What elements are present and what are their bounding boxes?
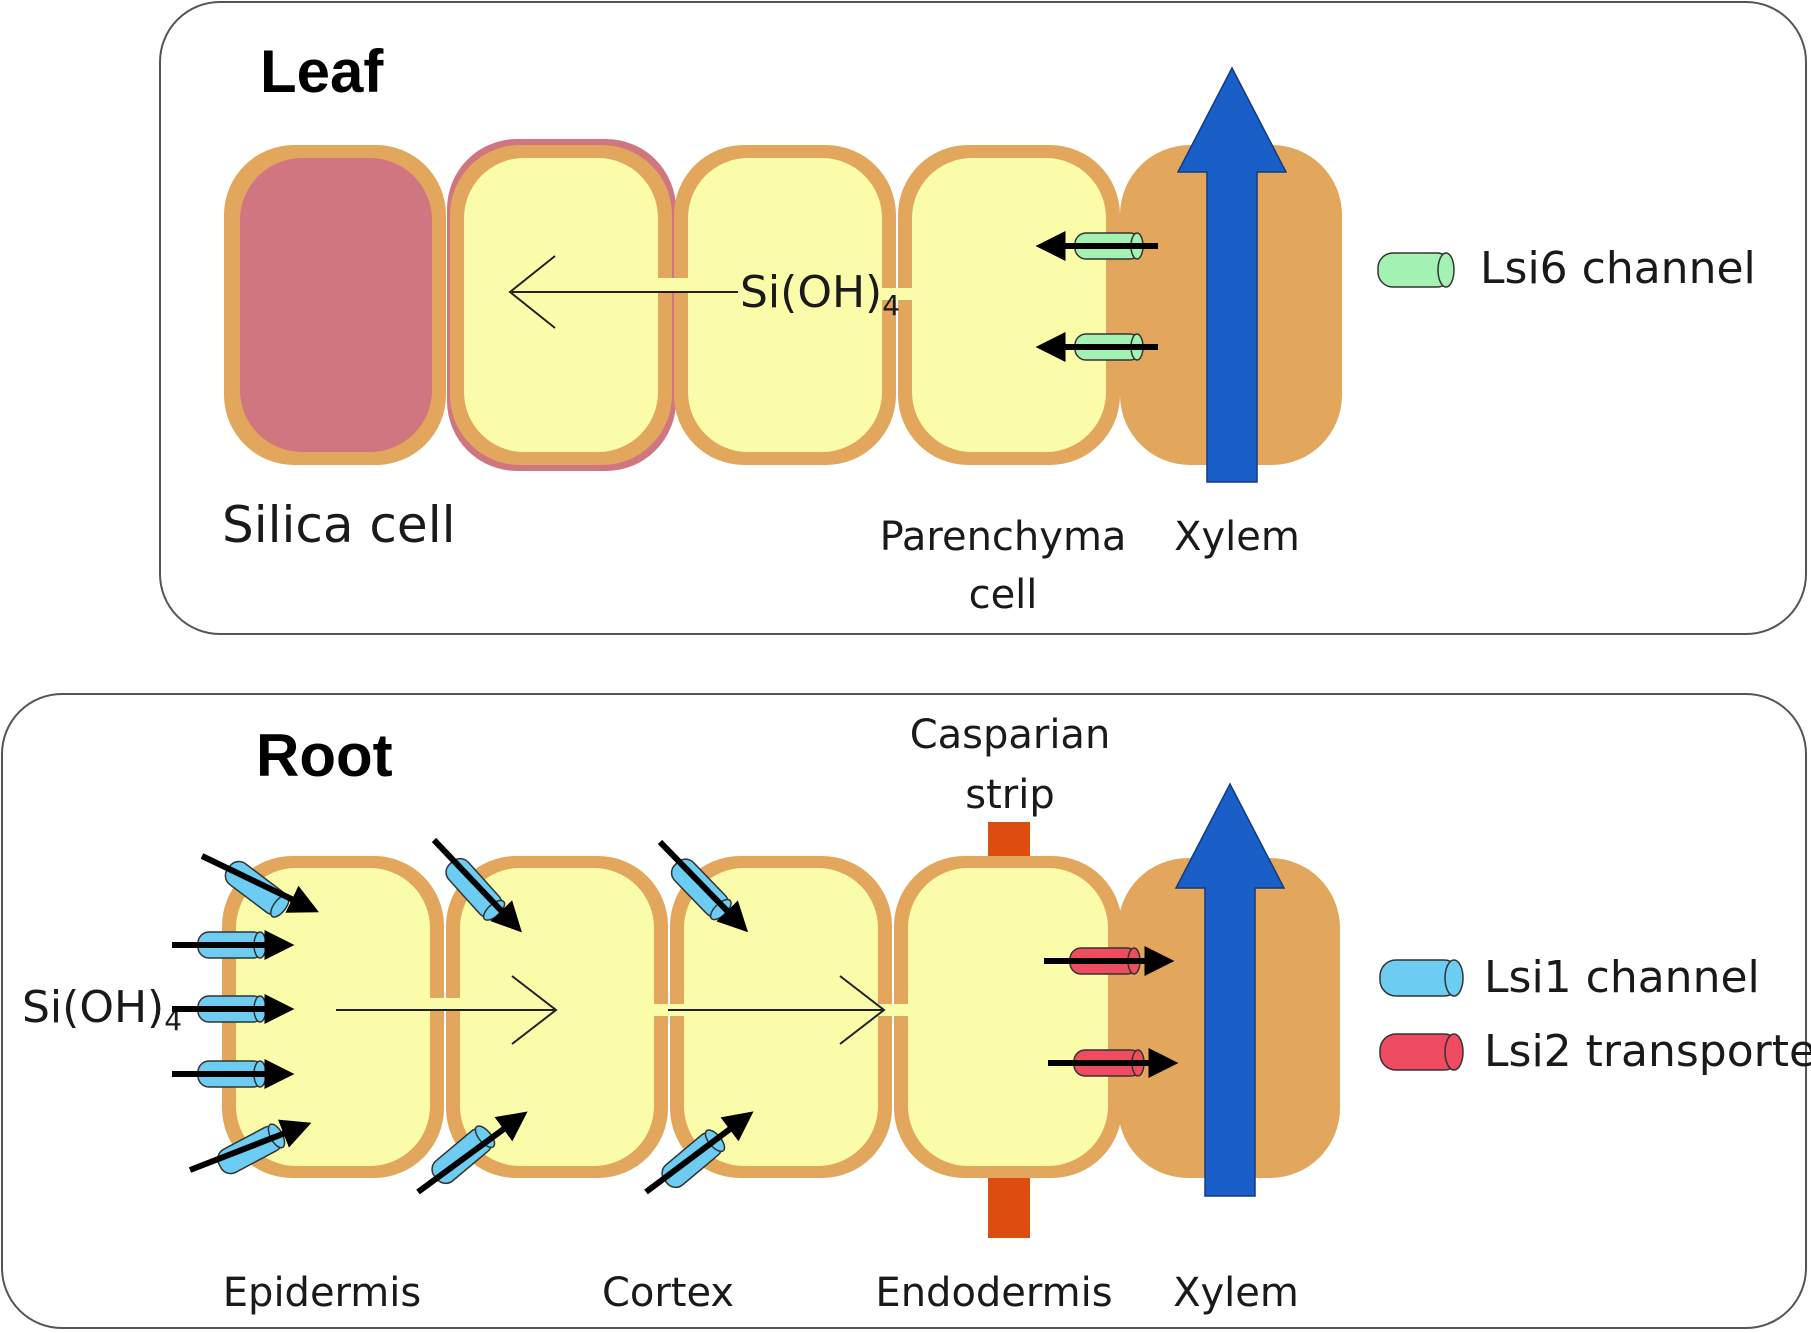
leaf-flow-arrow (508, 255, 738, 329)
lsi1-arrow-u2 (416, 1111, 528, 1195)
lsi6-legend-label: Lsi6 channel (1480, 243, 1756, 294)
lsi1-arrow-d1 (200, 853, 319, 913)
root-panel: Root Casparian strip (1, 693, 1811, 1329)
leaf-flow-label: Si(OH)4 (740, 267, 900, 322)
lsi1-arrow-u1 (188, 1119, 312, 1173)
silica-cell (224, 145, 446, 465)
endodermis-cell (894, 856, 1122, 1178)
casparian-label-line1: Casparian (910, 712, 1111, 758)
parenchyma-label-line2: cell (969, 572, 1038, 618)
root-xylem-label: Xylem (1173, 1270, 1299, 1316)
lsi2-legend-label: Lsi2 transporter (1484, 1026, 1811, 1077)
parenchyma-cell (898, 145, 1120, 465)
root-title: Root (256, 722, 393, 789)
lsi1-arrow-d2 (431, 837, 522, 933)
casparian-label-line2: strip (965, 772, 1054, 818)
lsi2-legend-icon (1379, 1033, 1464, 1071)
lsi1-arrow-d3 (657, 839, 749, 933)
root-plasmodesma-1 (424, 998, 468, 1010)
leaf-cell-2 (447, 139, 676, 471)
leaf-xylem-label: Xylem (1174, 514, 1300, 560)
root-plasmodesma-3 (872, 1004, 916, 1016)
casparian-strip-bottom (988, 1170, 1030, 1238)
lsi6-legend-icon (1377, 252, 1455, 288)
leaf-cell-3 (674, 145, 896, 465)
leaf-plasmodesma-1 (652, 278, 702, 292)
cortex-cell-2 (670, 856, 892, 1178)
lsi1-arrow-u3 (644, 1111, 754, 1195)
root-flow-arrow-1 (336, 975, 558, 1045)
root-input-label: Si(OH)4 (22, 982, 182, 1037)
lsi1-legend-icon (1379, 959, 1464, 997)
root-flow-arrow-2 (668, 975, 886, 1045)
leaf-plasmodesma-2 (872, 288, 922, 300)
lsi1-legend-label: Lsi1 channel (1484, 952, 1760, 1003)
silica-cell-label: Silica cell (222, 496, 455, 554)
epidermis-label: Epidermis (223, 1270, 421, 1316)
leaf-panel: Leaf Si(OH)4 (159, 1, 1807, 635)
endodermis-label: Endodermis (875, 1270, 1112, 1316)
parenchyma-label-line1: Parenchyma (880, 514, 1127, 560)
leaf-xylem-arrow (1176, 66, 1288, 483)
cortex-label: Cortex (602, 1270, 734, 1316)
root-xylem-arrow (1174, 782, 1286, 1197)
cortex-cell-1 (446, 856, 668, 1178)
leaf-title: Leaf (260, 38, 384, 105)
